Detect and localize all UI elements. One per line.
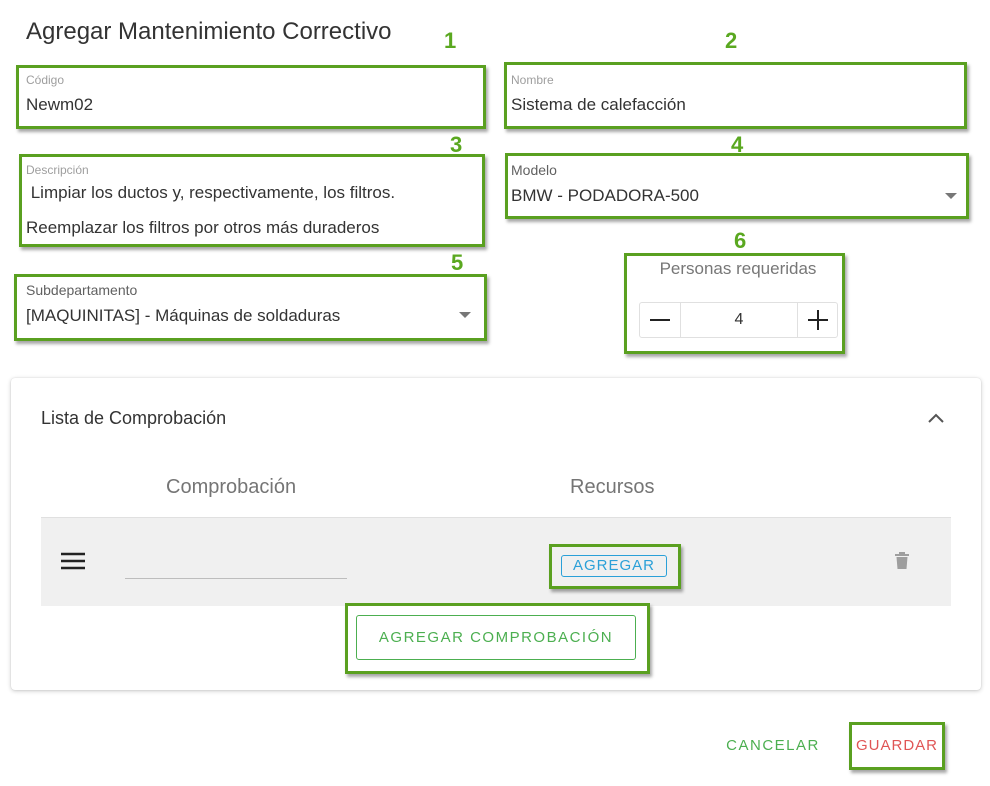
checklist-title: Lista de Comprobación <box>41 408 227 428</box>
minus-icon <box>650 319 670 321</box>
drag-handle[interactable] <box>61 552 85 572</box>
nombre-label: Nombre <box>511 73 554 87</box>
annotation-4: 4 <box>731 132 744 157</box>
nombre-field[interactable]: Nombre Sistema de calefacción <box>509 68 961 124</box>
quantity-stepper[interactable]: 4 <box>639 302 838 338</box>
codigo-highlight <box>16 65 486 129</box>
agregar-comprobacion-label: AGREGAR COMPROBACIÓN <box>378 629 614 646</box>
descripcion-line-2[interactable]: Reemplazar los filtros por otros más dur… <box>26 218 380 237</box>
modelo-value: BMW - PODADORA-500 <box>511 186 699 205</box>
codigo-field[interactable]: Código Newm02 <box>22 70 480 124</box>
nombre-input[interactable]: Sistema de calefacción <box>511 95 686 114</box>
modelo-select[interactable]: Modelo BMW - PODADORA-500 <box>510 158 963 213</box>
subdepartamento-select[interactable]: Subdepartamento [MAQUINITAS] - Máquinas … <box>20 280 482 336</box>
agregar-recurso-button[interactable]: AGREGAR <box>561 555 667 577</box>
codigo-input[interactable]: Newm02 <box>26 95 94 114</box>
comprobacion-input[interactable] <box>125 548 347 579</box>
menu-icon <box>61 552 85 570</box>
decrement-button[interactable] <box>640 303 681 337</box>
modelo-label: Modelo <box>511 162 557 178</box>
codigo-label: Código <box>26 73 65 87</box>
save-label: GUARDAR <box>855 737 938 754</box>
cancel-button[interactable]: CANCELAR <box>718 730 828 762</box>
modelo-highlight <box>505 153 969 219</box>
agregar-comprobacion-highlight <box>345 603 650 674</box>
agregar-label: AGREGAR <box>572 557 655 574</box>
descripcion-field[interactable]: Descripción Limpiar los ductos y, respec… <box>24 159 479 241</box>
annotation-3: 3 <box>450 132 463 157</box>
subdepartamento-label: Subdepartamento <box>26 282 138 298</box>
chevron-up-icon <box>928 413 944 423</box>
guardar-highlight <box>849 722 945 770</box>
table-row: AGREGAR <box>41 517 951 606</box>
delete-button[interactable] <box>895 552 909 570</box>
subdepartamento-highlight <box>14 274 487 341</box>
save-button[interactable]: GUARDAR <box>854 730 940 762</box>
chevron-down-icon <box>945 193 957 199</box>
subdepartamento-value: [MAQUINITAS] - Máquinas de soldaduras <box>26 306 341 325</box>
personas-value[interactable]: 4 <box>734 311 744 328</box>
cancel-label: CANCELAR <box>726 737 820 754</box>
descripcion-line-1[interactable]: Limpiar los ductos y, respectivamente, l… <box>26 183 396 202</box>
input-underline <box>125 578 347 579</box>
checklist-panel: Lista de Comprobación Comprobación Recur… <box>11 378 981 690</box>
descripcion-highlight <box>19 154 485 247</box>
annotation-5: 5 <box>451 250 464 275</box>
column-header-comprobacion: Comprobación <box>166 476 297 498</box>
personas-label: Personas requeridas <box>659 259 817 278</box>
personas-highlight <box>624 253 845 354</box>
annotation-6: 6 <box>734 228 747 253</box>
page-title: Agregar Mantenimiento Correctivo <box>26 18 392 45</box>
chevron-down-icon <box>459 312 471 318</box>
increment-button[interactable] <box>797 303 838 337</box>
personas-field: Personas requeridas 4 <box>630 259 840 349</box>
trash-icon <box>895 552 909 569</box>
column-header-recursos: Recursos <box>570 476 655 498</box>
nombre-highlight <box>504 62 967 129</box>
agregar-comprobacion-button[interactable]: AGREGAR COMPROBACIÓN <box>356 615 636 660</box>
descripcion-label: Descripción <box>26 163 89 177</box>
annotation-1: 1 <box>444 28 457 53</box>
annotation-2: 2 <box>725 28 738 53</box>
agregar-highlight <box>549 544 681 589</box>
plus-icon <box>808 310 828 330</box>
collapse-button[interactable] <box>924 410 948 426</box>
